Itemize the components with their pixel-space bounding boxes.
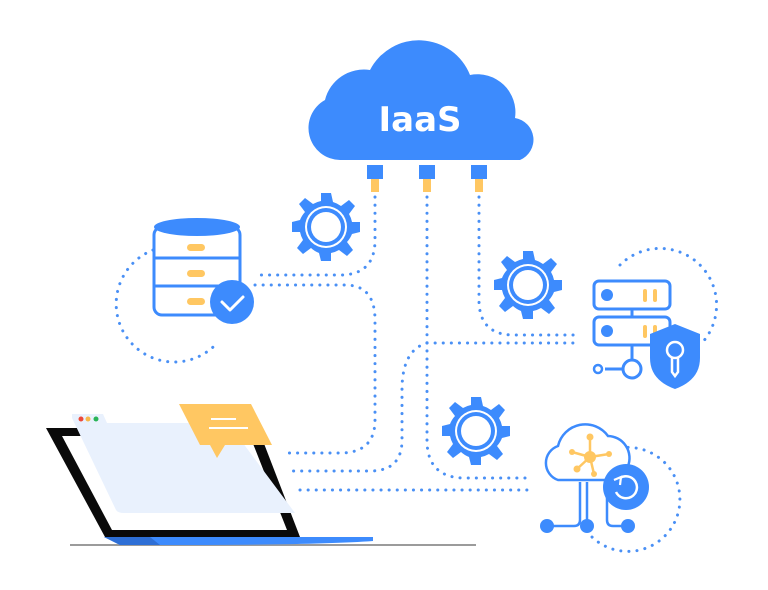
- gear-icon: [442, 397, 510, 465]
- window-maximize-dot: [93, 416, 99, 422]
- connector-lines: [114, 195, 719, 553]
- cloud-icon: IaaS: [308, 40, 534, 160]
- gear-icon: [494, 251, 562, 319]
- cloud-network-icon: [540, 423, 635, 533]
- checkmark-icon: [210, 280, 254, 324]
- window-close-dot: [78, 416, 84, 422]
- window-minimize-dot: [85, 416, 91, 422]
- gear-icon: [292, 193, 360, 261]
- refresh-icon: [603, 464, 649, 510]
- cloud-title: IaaS: [378, 100, 461, 140]
- chat-bubble-icon: [179, 404, 272, 458]
- cloud-connector-plugs: [367, 165, 487, 192]
- shield-keyhole-icon: [650, 324, 700, 389]
